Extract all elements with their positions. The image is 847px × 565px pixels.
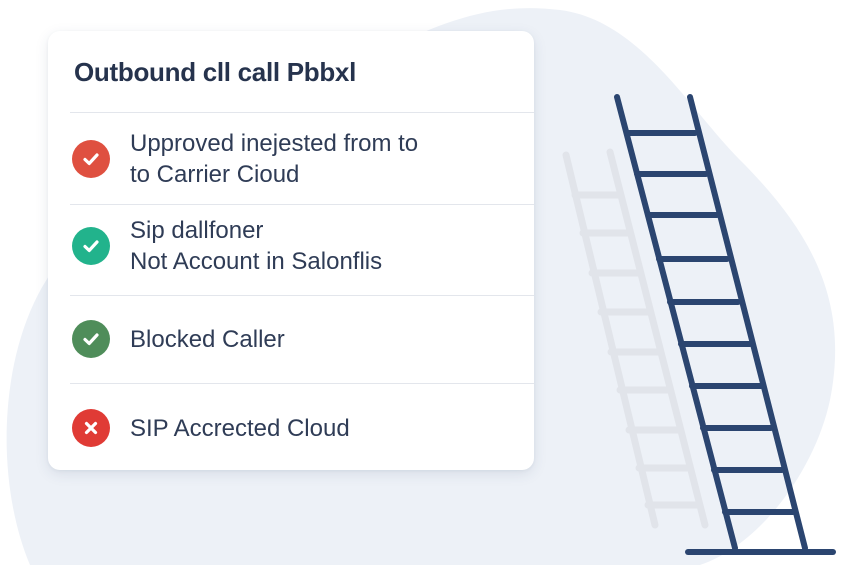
card-title: Outbound cll call Pbbxl (74, 57, 357, 87)
item-label: SIP Accrected Cloud (130, 414, 350, 442)
item-label: Sip dallfoner Not Account in Salonflis (130, 217, 383, 275)
divider (70, 112, 534, 113)
divider (70, 383, 534, 384)
item-label: Blocked Caller (130, 325, 285, 353)
check-circle-icon (72, 227, 110, 265)
list-item-0[interactable]: Upproved inejested from to to Carrier Ci… (72, 129, 514, 189)
divider (70, 204, 534, 205)
list-item-3[interactable]: SIP Accrected Cloud (72, 408, 514, 448)
ladder (614, 94, 836, 555)
check-circle-icon (72, 320, 110, 358)
item-label: Upproved inejested from to to Carrier Ci… (130, 130, 419, 188)
outbound-call-card: Outbound cll call Pbbxl Upproved inejest… (48, 31, 534, 470)
check-circle-icon (72, 140, 110, 178)
ladder-shadow (562, 148, 709, 529)
divider (70, 295, 534, 296)
x-circle-icon (72, 409, 110, 447)
list-item-2[interactable]: Blocked Caller (72, 319, 514, 359)
list-item-1[interactable]: Sip dallfoner Not Account in Salonflis (72, 216, 514, 276)
